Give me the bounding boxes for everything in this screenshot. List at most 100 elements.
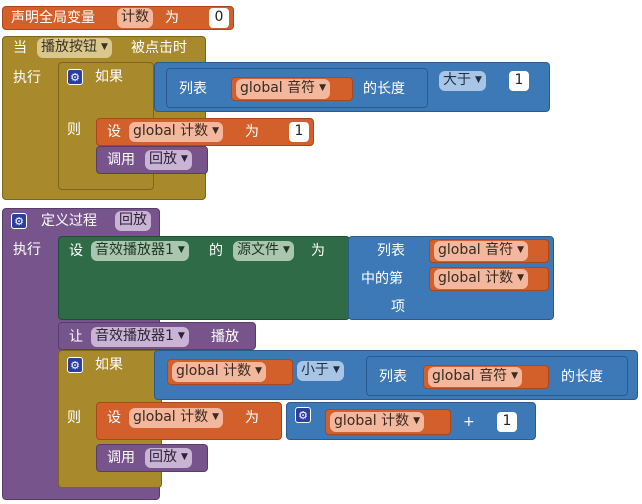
proc-list-var-label: global 音符 [432, 368, 508, 384]
set-prop-component-label: 音效播放器1 [95, 242, 174, 258]
addition-var-label: global 计数 [334, 413, 410, 429]
event-set-var-dropdown[interactable]: global 计数▼ [129, 122, 224, 142]
chevron-down-icon: ▼ [212, 412, 220, 422]
proc-list-var-block[interactable]: global 音符▼ [423, 365, 549, 389]
chevron-down-icon: ▼ [333, 365, 340, 375]
addition-value-field[interactable]: 1 [497, 412, 517, 432]
chevron-down-icon: ▼ [319, 83, 327, 93]
chevron-down-icon: ▼ [511, 371, 519, 381]
set-property-block[interactable]: 设 音效播放器1▼ 的 源文件▼ 为 [58, 236, 350, 320]
chevron-down-icon: ▼ [212, 126, 220, 136]
event-call-proc-dropdown[interactable]: 回放▼ [145, 150, 192, 170]
gear-icon[interactable]: ⚙ [67, 69, 83, 85]
event-component-label: 播放按钮 [41, 39, 97, 55]
event-set-prefix: 设 [107, 124, 121, 140]
chevron-down-icon: ▼ [475, 75, 482, 85]
global-var-name-field[interactable]: 计数 [117, 8, 153, 28]
proc-set-prefix: 设 [107, 410, 121, 426]
event-list-prefix: 列表 [179, 81, 207, 97]
set-prop-property-label: 源文件 [237, 242, 279, 258]
chevron-down-icon: ▼ [101, 42, 108, 52]
event-set-var-label: global 计数 [133, 123, 209, 139]
event-component-dropdown[interactable]: 播放按钮 ▼ [37, 38, 112, 58]
list-select-list-var-block[interactable]: global 音符▼ [429, 239, 549, 263]
proc-set-var-label: global 计数 [133, 409, 209, 425]
play-method-block[interactable]: 让 音效播放器1▼ 播放 [58, 322, 256, 350]
chevron-down-icon: ▼ [517, 273, 525, 283]
event-list-var-dropdown[interactable]: global 音符▼ [236, 79, 331, 99]
chevron-down-icon: ▼ [181, 452, 188, 462]
proc-call-prefix: 调用 [107, 450, 135, 466]
proc-set-suffix: 为 [245, 410, 259, 426]
event-prefix: 当 [13, 40, 27, 56]
play-prefix: 让 [69, 329, 83, 345]
list-select-index-var-block[interactable]: global 计数▼ [429, 267, 549, 291]
gear-icon[interactable]: ⚙ [295, 407, 311, 423]
list-select-item-label1: 中的第 [361, 271, 403, 287]
proc-compare-op-dropdown[interactable]: 小于 ▼ [297, 361, 344, 381]
set-prop-suffix: 为 [311, 243, 325, 259]
proc-list-prefix: 列表 [379, 369, 407, 385]
event-set-suffix: 为 [245, 124, 259, 140]
proc-prefix: 定义过程 [41, 213, 97, 229]
proc-compare-op-label: 小于 [301, 362, 329, 378]
chevron-down-icon: ▼ [283, 245, 290, 255]
event-suffix: 被点击时 [131, 40, 187, 56]
event-call-proc-label: 回放 [149, 151, 177, 167]
chevron-down-icon: ▼ [413, 416, 421, 426]
addition-var-dropdown[interactable]: global 计数▼ [330, 412, 425, 432]
list-select-item-label2: 项 [391, 299, 405, 315]
global-decl-suffix: 为 [165, 10, 179, 26]
global-declaration-block[interactable]: 声明全局变量 计数 为 0 [2, 6, 234, 30]
event-list-suffix: 的长度 [363, 81, 405, 97]
proc-list-var-dropdown[interactable]: global 音符▼ [428, 367, 523, 387]
proc-compare-var-block[interactable]: global 计数▼ [167, 359, 293, 385]
proc-name-field[interactable]: 回放 [115, 211, 151, 231]
event-if-label: 如果 [95, 69, 123, 85]
chevron-down-icon: ▼ [177, 245, 185, 255]
proc-call-proc-label: 回放 [149, 449, 177, 465]
event-list-var-label: global 音符 [240, 80, 316, 96]
global-init-value[interactable]: 0 [209, 8, 229, 28]
set-prop-component-dropdown[interactable]: 音效播放器1▼ [91, 241, 189, 261]
proc-do-label: 执行 [13, 242, 41, 258]
chevron-down-icon: ▼ [177, 331, 185, 341]
event-call-prefix: 调用 [107, 152, 135, 168]
proc-then-label: 则 [67, 410, 81, 426]
proc-compare-var-label: global 计数 [176, 363, 252, 379]
event-set-value-field[interactable]: 1 [289, 122, 309, 142]
addition-plus-label: + [463, 414, 475, 430]
event-set-block[interactable]: 设 global 计数▼ 为 1 [96, 118, 314, 146]
play-method-label: 播放 [211, 329, 239, 345]
event-then-label: 则 [67, 122, 81, 138]
addition-block[interactable]: ⚙ global 计数▼ + 1 [286, 402, 536, 440]
list-select-item-block[interactable]: 列表 中的第 项 global 音符▼ global 计数▼ [348, 236, 554, 320]
gear-icon[interactable]: ⚙ [11, 213, 27, 229]
event-call-block[interactable]: 调用 回放▼ [96, 146, 208, 174]
play-component-dropdown[interactable]: 音效播放器1▼ [91, 327, 189, 347]
gear-icon[interactable]: ⚙ [67, 357, 83, 373]
list-select-list-var-label: global 音符 [438, 242, 514, 258]
compare-op-dropdown[interactable]: 大于 ▼ [439, 71, 486, 91]
proc-compare-var-dropdown[interactable]: global 计数▼ [172, 362, 267, 382]
compare-value-field[interactable]: 1 [509, 71, 529, 91]
list-select-index-var-dropdown[interactable]: global 计数▼ [434, 269, 529, 289]
proc-set-block[interactable]: 设 global 计数▼ 为 [96, 402, 282, 440]
set-prop-of: 的 [209, 243, 223, 259]
event-compare-op[interactable]: 大于 ▼ [439, 71, 486, 91]
event-list-length-block[interactable]: 列表 global 音符▼ 的长度 [166, 68, 428, 108]
event-list-var-block[interactable]: global 音符▼ [231, 77, 353, 101]
addition-var-block[interactable]: global 计数▼ [325, 409, 451, 435]
list-select-index-var-label: global 计数 [438, 270, 514, 286]
play-component-label: 音效播放器1 [95, 328, 174, 344]
compare-op-label: 大于 [443, 72, 471, 88]
proc-call-block[interactable]: 调用 回放 ▼ [96, 444, 208, 472]
proc-call-proc-dropdown[interactable]: 回放 ▼ [145, 448, 192, 468]
proc-if-label: 如果 [95, 357, 123, 373]
proc-set-var-dropdown[interactable]: global 计数▼ [129, 408, 224, 428]
set-prop-property-dropdown[interactable]: 源文件 ▼ [233, 241, 294, 261]
list-select-list-var-dropdown[interactable]: global 音符▼ [434, 241, 529, 261]
chevron-down-icon: ▼ [255, 366, 263, 376]
proc-list-length-block[interactable]: 列表 global 音符▼ 的长度 [366, 356, 628, 396]
set-prop-prefix: 设 [69, 243, 83, 259]
